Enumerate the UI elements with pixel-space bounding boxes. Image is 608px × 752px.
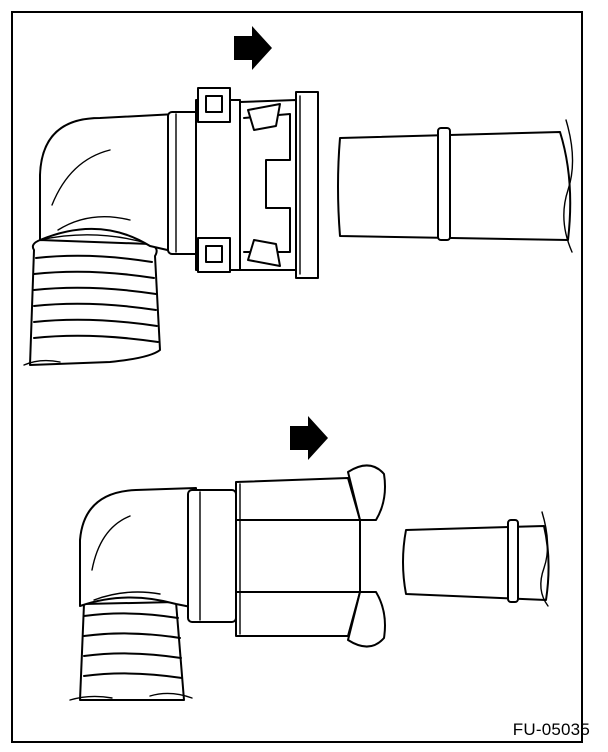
latch-upper-top	[197, 87, 231, 123]
elbow-top	[39, 113, 177, 253]
panel-top	[23, 26, 574, 366]
direction-arrow-top	[234, 26, 272, 70]
panel-bottom	[69, 416, 550, 701]
retainer-upper-bottom	[347, 464, 386, 521]
corrugated-hose-bottom	[69, 601, 193, 701]
collar-bottom	[187, 489, 237, 623]
corrugated-hose-top	[23, 234, 161, 366]
figure-border	[11, 11, 583, 743]
latch-lower-top	[197, 237, 231, 273]
fuel-pipe-bottom	[402, 511, 550, 607]
figure-code: FU-05035	[512, 720, 590, 739]
quick-connector-top	[195, 87, 319, 279]
elbow-bottom	[79, 487, 197, 609]
quick-connector-bottom	[235, 464, 386, 648]
retainer-lower-bottom	[347, 591, 386, 648]
pipe-bead-bottom	[507, 519, 519, 603]
direction-arrow-bottom	[290, 416, 328, 460]
pipe-bead-top	[437, 127, 451, 241]
fuel-pipe-top	[337, 119, 574, 253]
